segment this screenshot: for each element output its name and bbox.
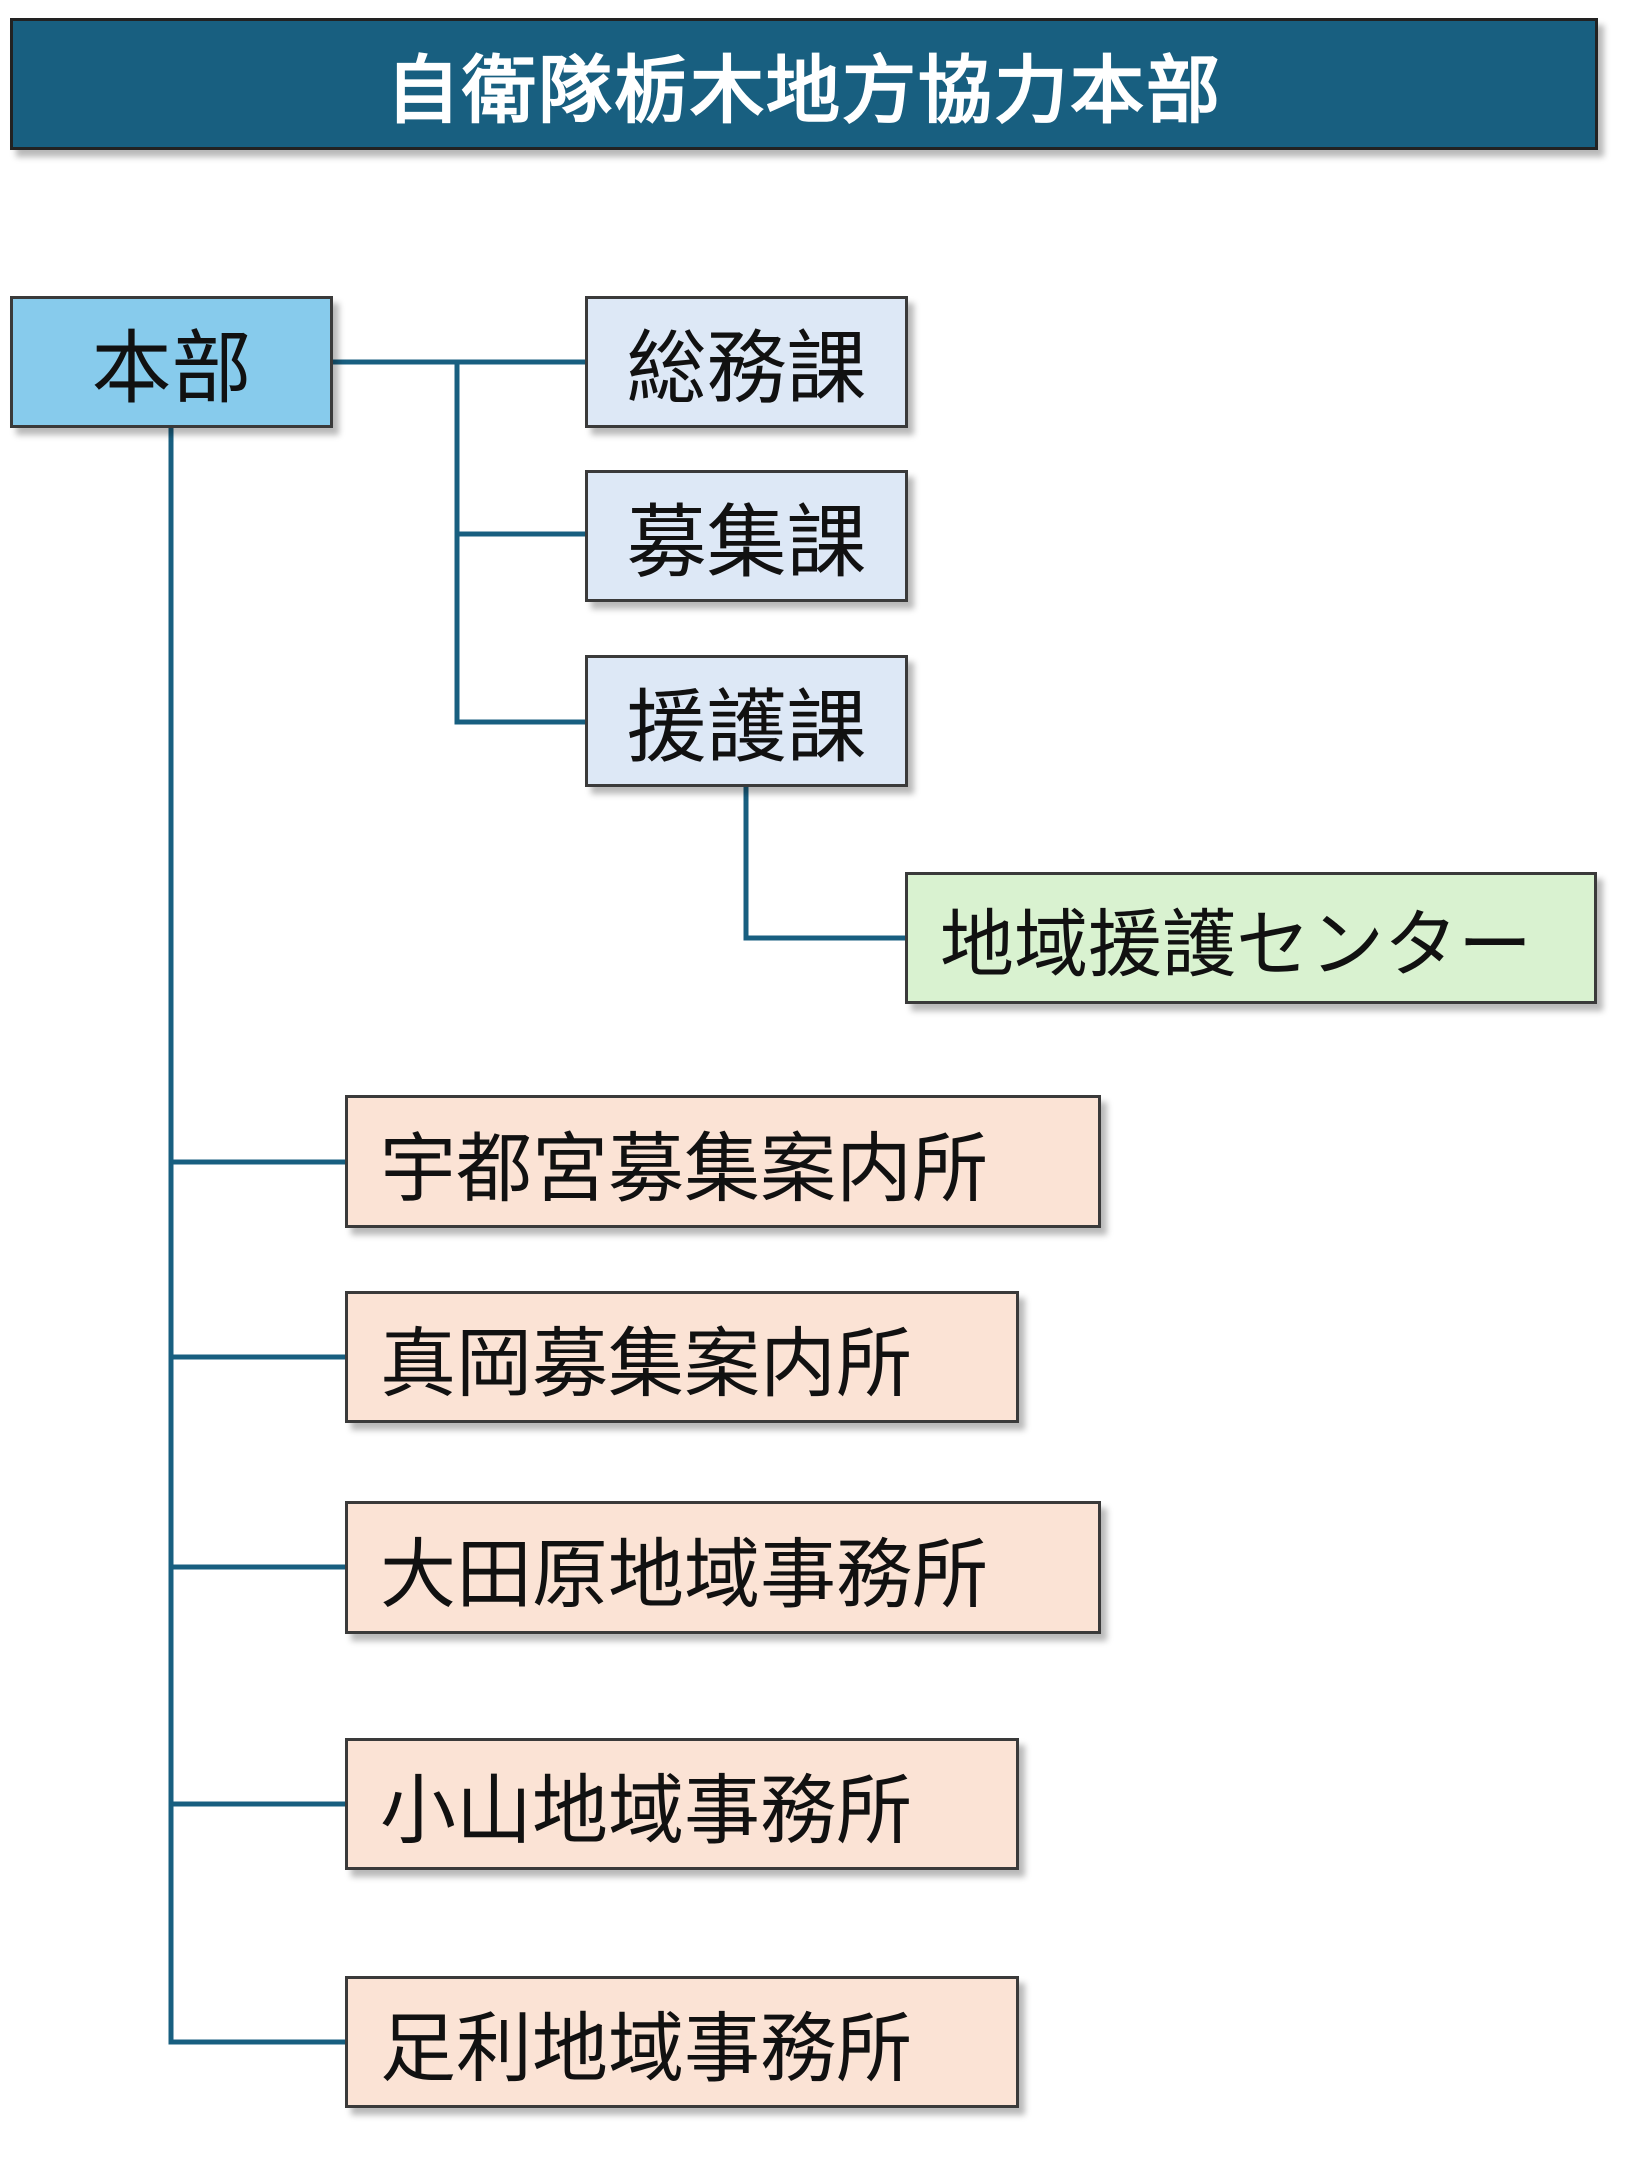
section-box-support: 援護課 <box>585 655 908 787</box>
office-box-moka: 真岡募集案内所 <box>345 1291 1019 1423</box>
section-box-recruitment: 募集課 <box>585 470 908 602</box>
office-box-otawara: 大田原地域事務所 <box>345 1501 1101 1634</box>
section-box-general-affairs: 総務課 <box>585 296 908 428</box>
office-box-ashikaga: 足利地域事務所 <box>345 1976 1019 2108</box>
regional-support-center-box: 地域援護センター <box>905 872 1597 1004</box>
headquarters-box: 本部 <box>10 296 333 428</box>
office-box-oyama: 小山地域事務所 <box>345 1738 1019 1870</box>
office-box-utsunomiya: 宇都宮募集案内所 <box>345 1095 1101 1228</box>
page-title: 自衛隊栃木地方協力本部 <box>10 18 1598 150</box>
